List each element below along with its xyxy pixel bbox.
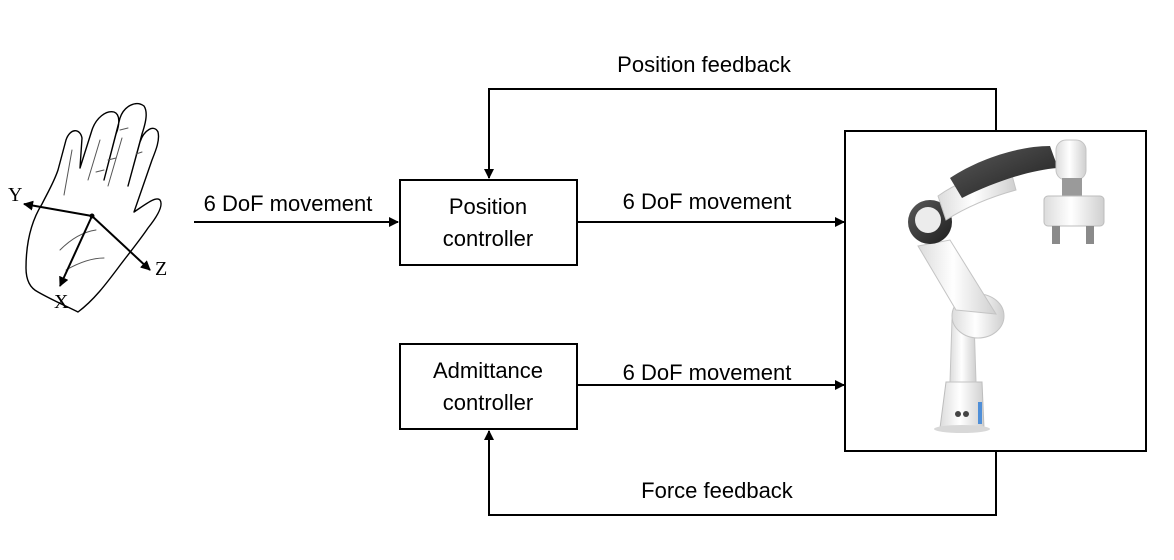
robot-joint-elbow-cap (915, 207, 941, 233)
robot-arm-image (908, 139, 1105, 433)
z-axis-label: Z (155, 258, 167, 280)
robot-base (939, 381, 985, 429)
admittance-controller-label-line1: Admittance (433, 358, 543, 383)
robot-wrist-flange (1062, 178, 1082, 196)
robot-link-top (950, 146, 1058, 198)
force-feedback-arrow (484, 430, 997, 516)
position-controller-box (399, 179, 578, 266)
palm-line (59, 229, 97, 251)
finger-crease (95, 169, 105, 173)
robot-gripper-body (1043, 195, 1105, 227)
x-axis-label: X (54, 291, 69, 313)
position-controller-label-line1: Position (449, 194, 527, 219)
finger-crease (135, 151, 143, 155)
robot-base-led (978, 402, 982, 424)
force-feedback-label: Force feedback (641, 478, 794, 503)
hand-illustration: Y X Z (8, 102, 167, 313)
finger-crease (119, 127, 129, 131)
robot-wrist (1055, 139, 1087, 181)
robot-base-port (963, 411, 969, 417)
input-movement-label: 6 DoF movement (204, 191, 373, 216)
finger-line (63, 149, 73, 196)
finger-crease (107, 157, 117, 161)
position-controller-label-line2: controller (443, 226, 533, 251)
finger-line (107, 137, 123, 187)
admittance-output-label: 6 DoF movement (623, 360, 792, 385)
robot-gripper-finger-left (1052, 226, 1060, 244)
x-axis-arrow (59, 215, 93, 287)
admittance-controller-label-line2: controller (443, 390, 533, 415)
palm-line (65, 257, 105, 271)
z-axis-arrow (91, 215, 151, 271)
robot-gripper-finger-right (1086, 226, 1094, 244)
robot-link-upper (917, 239, 997, 315)
position-feedback-label: Position feedback (617, 52, 792, 77)
y-axis-label: Y (8, 184, 22, 206)
position-feedback-arrow (484, 88, 997, 179)
admittance-controller-box (399, 343, 578, 430)
robot-base-shadow (934, 425, 990, 433)
position-output-label: 6 DoF movement (623, 189, 792, 214)
hand-outline (25, 102, 162, 313)
y-axis-arrow (23, 200, 93, 217)
robot-base-port (955, 411, 961, 417)
finger-line (87, 139, 101, 181)
